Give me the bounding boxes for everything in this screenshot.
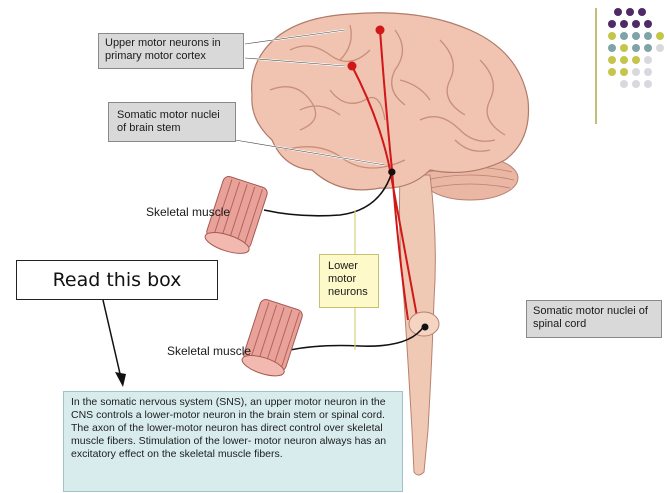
decorative-dot	[626, 8, 634, 16]
skeletal-muscle-lower	[240, 298, 304, 380]
read-this-box-callout: Read this box	[16, 260, 218, 300]
decorative-dot	[644, 44, 652, 52]
decorative-dot	[620, 80, 628, 88]
decorative-dot	[608, 20, 616, 28]
decorative-dot	[608, 56, 616, 64]
decorative-dot	[620, 56, 628, 64]
decorative-dot	[632, 56, 640, 64]
decorative-dot	[614, 8, 622, 16]
decorative-dot-grid	[604, 8, 664, 108]
decorative-dot	[632, 44, 640, 52]
lower-motor-neurons-label: Lower motor neurons	[319, 254, 379, 308]
decorative-dot	[644, 32, 652, 40]
cerebrum	[252, 13, 529, 190]
brainstem-nucleus	[389, 169, 396, 176]
decorative-dot	[608, 68, 616, 76]
decorative-dot	[632, 68, 640, 76]
decorative-dot	[620, 44, 628, 52]
skeletal-muscle-label-upper: Skeletal muscle	[146, 206, 256, 219]
decorative-dot	[644, 56, 652, 64]
sns-explanation-box: In the somatic nervous system (SNS), an …	[63, 391, 403, 492]
decorative-dot	[620, 68, 628, 76]
spinal-nuclei-label: Somatic motor nuclei of spinal cord	[526, 300, 662, 338]
decorative-dot	[638, 8, 646, 16]
upper-motor-neurons-label: Upper motor neurons in primary motor cor…	[98, 33, 244, 69]
brainstem-nuclei-label: Somatic motor nuclei of brain stem	[108, 102, 236, 142]
decorative-dot	[620, 32, 628, 40]
decorative-dot	[620, 20, 628, 28]
decorative-dot	[608, 44, 616, 52]
callout-arrow	[103, 300, 126, 387]
spinal-nucleus	[422, 324, 429, 331]
decorative-dot	[644, 80, 652, 88]
decorative-dot	[632, 80, 640, 88]
decorative-dot	[644, 68, 652, 76]
decorative-dot	[632, 20, 640, 28]
decorative-dot	[608, 32, 616, 40]
skeletal-muscle-label-lower: Skeletal muscle	[167, 345, 277, 358]
decorative-dot	[632, 32, 640, 40]
decorative-dot	[644, 20, 652, 28]
decorative-dot	[656, 44, 664, 52]
decorative-dot	[656, 32, 664, 40]
